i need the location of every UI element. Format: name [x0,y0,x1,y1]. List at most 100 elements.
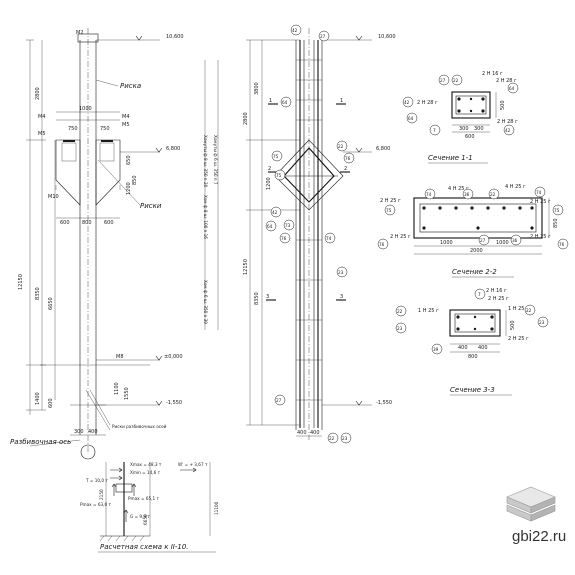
vtext-4: Хом ф 6 ш. 350 n 39 [203,280,208,324]
s3-label-3: 1 Н 25 г [418,308,439,314]
bubble-27: 27 [320,34,326,39]
s1-bubble-42b: 42 [505,128,511,133]
mark-m4: М4 [122,114,130,120]
vtext-3: Хом ф 8 ш. 100 n 16 [203,195,208,239]
section-2-2: 4 Н 25 г 4 Н 25 г 2 Н 25 г 2 Н 25 г 2 Н … [377,184,569,278]
mark-m5: М5 [122,122,130,128]
calc-dim-11100: 11100 [214,501,219,515]
s2-label-4: 2 Н 25 г [390,234,411,240]
dim-600b: 600 [104,220,114,226]
s1-bubble-42: 42 [404,100,410,105]
mark-m4-left: М4 [38,114,46,120]
load-t: Т = 10,0 т [85,478,108,483]
brand-site-text: gbi22.ru [512,528,567,545]
s1-bubble-64b: 64 [509,86,515,91]
mid-dim-8350: 8350 [254,292,260,305]
calc-scheme: Хmax = 48,3 т Хmin = 14,6 т Т = 10,0 т Р… [80,462,219,553]
s2-label-1: 4 Н 25 г [448,186,469,192]
s3-bubble-23b: 23 [539,320,545,325]
dim-800: 800 [82,220,92,226]
s3-bubble-39: 39 [433,347,439,352]
dim-300: 300 [74,429,84,435]
s2-bubble-74b: 74 [536,190,542,195]
bubble-74: 74 [326,236,332,241]
s2-label-6: 2 Н 25 г [530,234,551,240]
dim-6650: 6650 [48,297,54,310]
s1-bubble-27: 27 [440,78,446,83]
s2-bubble-76: 76 [379,242,385,247]
s3-bubble-7: 7 [478,292,481,297]
dim-750b: 750 [100,126,110,132]
sec-2-left: 2 [268,166,271,172]
mid-dim-400b: 400 [310,430,320,436]
load-pmax-right: Рmax = 65,1 т [128,496,159,501]
sec-1-right: 1 [340,98,343,104]
s3-dim-800: 800 [468,354,478,360]
mid-dim-2800: 2800 [243,112,249,125]
vtext-2: Хомуты ф 6 ш. 350 n 7 [213,135,218,185]
axis-label: Разбивочная ось [10,438,71,446]
risk-cons-label: Риски [140,202,162,210]
mid-elev-top: 10,600 [378,34,396,40]
bubble-75b: 75 [276,173,282,178]
s3-dim-400b: 400 [478,345,488,351]
s2-label-3: 2 Н 25 г [380,198,401,204]
dim-2800: 2800 [35,87,41,100]
s1-title: Сечение 1-1 [428,154,473,162]
dim-1000: 1000 [79,106,92,112]
load-xmax: Хmax = 48,3 т [130,462,162,467]
s2-label-2: 4 Н 25 г [505,184,526,190]
load-pmax-left: Рmax = 63,0 т [80,502,111,507]
s1-label-1: 2 Н 16 г [482,71,503,77]
s1-bubble-22: 22 [453,78,459,83]
mid-elev-found: -1,550 [376,400,392,406]
s3-label-1: 2 Н 16 г [486,288,507,294]
mark-m10: М10 [48,194,59,200]
dim-600a: 600 [60,220,70,226]
s1-dim-300b: 300 [474,126,484,132]
bubble-42: 42 [292,28,298,33]
s2-bubble-74: 74 [426,192,432,197]
bubble-27b: 27 [276,398,282,403]
s2-bubble-22: 22 [490,192,496,197]
mid-dim-400a: 400 [297,430,307,436]
s3-label-5: 2 Н 25 г [508,336,529,342]
stirrups [296,59,322,401]
mark-m8: М8 [116,354,124,360]
s3-dim-400a: 400 [458,345,468,351]
dim-750a: 750 [68,126,78,132]
middle-labels: 10,600 6,800 -1,550 Хомуты ф 8 ш. 350 n … [203,34,396,436]
calc-dim-2150: 2150 [99,489,104,500]
elev-found: -1,550 [166,400,182,406]
dim-850: 850 [132,175,138,185]
sec-2-right: 2 [344,166,347,172]
dim-600: 600 [48,398,54,408]
load-xmin: Хmin = 14,6 т [130,470,161,475]
mark-m2: М2 [76,30,84,36]
dim-8350: 8350 [35,287,41,300]
bubble-64: 64 [282,100,288,105]
s3-label-4: 1 Н 25 г [508,306,529,312]
s2-bubble-75b: 75 [554,208,560,213]
s1-label-3: 2 Н 28 г [496,78,517,84]
s2-bubble-27: 27 [480,238,486,243]
s2-bubble-36b: 36 [512,238,518,243]
s2-bubble-36: 36 [464,192,470,197]
bubble-23b: 23 [342,436,348,441]
s2-dim-1000b: 1000 [496,240,509,246]
s2-label-5: 2 Н 25 г [530,199,551,205]
risk-bottom-label: Риски разбивочных осей [112,424,167,429]
s1-dim-600: 600 [465,134,475,140]
dim-1550: 1550 [124,387,130,400]
mid-dim-12150: 12150 [243,259,249,275]
mid-dim-3800: 3800 [254,82,260,95]
section-3-3: 2 Н 16 г 2 Н 25 г 1 Н 25 г 1 Н 25 г 2 Н … [395,288,549,396]
s2-title: Сечение 2-2 [452,268,497,276]
section-1-1: 2 Н 16 г 2 Н 28 г 2 Н 28 г 2 Н 28 г 300 … [402,71,519,164]
s2-bubble-76b: 76 [559,242,565,247]
sec-1-left: 1 [269,98,272,104]
middle-bubbles: 42 27 64 75 22 76 42 64 76 73 75 74 23 2… [265,24,355,444]
s1-dim-300a: 300 [459,126,469,132]
s1-label-4: 2 Н 28 г [497,119,518,125]
